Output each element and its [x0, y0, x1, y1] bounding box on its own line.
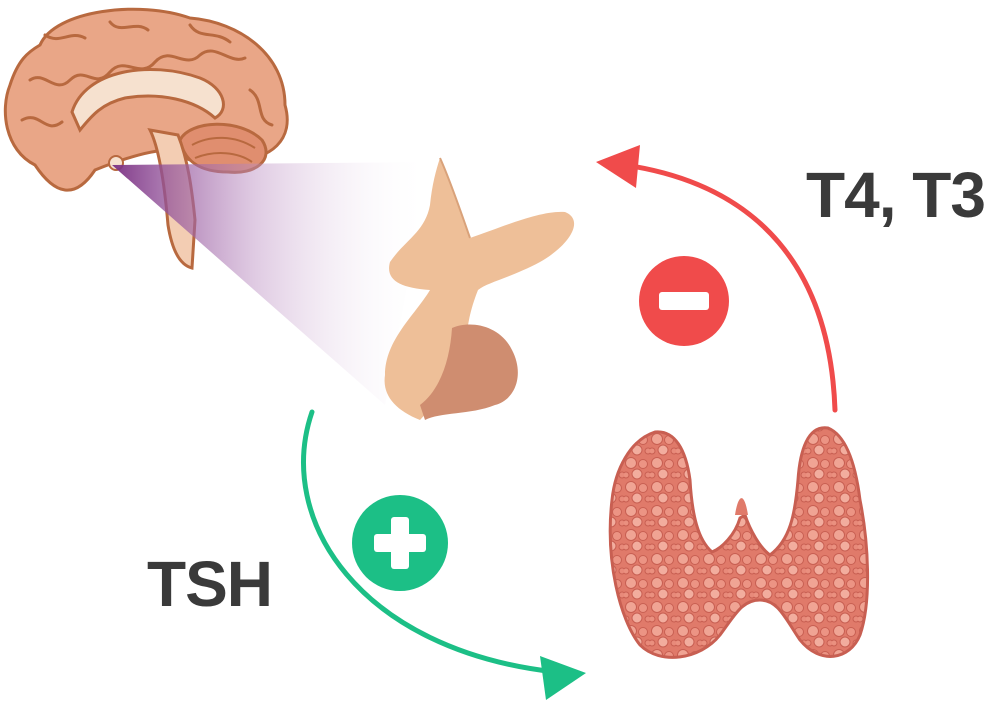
thyroid-gland-icon: [608, 426, 870, 659]
minus-circle-icon: [639, 256, 729, 346]
tsh-label: TSH: [147, 548, 273, 620]
negative-arrowhead: [596, 145, 640, 188]
brain-icon: [3, 7, 289, 270]
positive-stimulus-arrow: [301, 409, 558, 675]
plus-circle-icon: [352, 495, 448, 591]
zoom-cone: [112, 162, 430, 405]
pituitary-gland-icon: [384, 157, 575, 420]
positive-arrowhead: [540, 656, 586, 700]
negative-feedback-arrow: [622, 162, 838, 413]
t4-t3-label: T4, T3: [806, 159, 986, 231]
thyroid-pyramidal-lobe: [735, 498, 748, 515]
